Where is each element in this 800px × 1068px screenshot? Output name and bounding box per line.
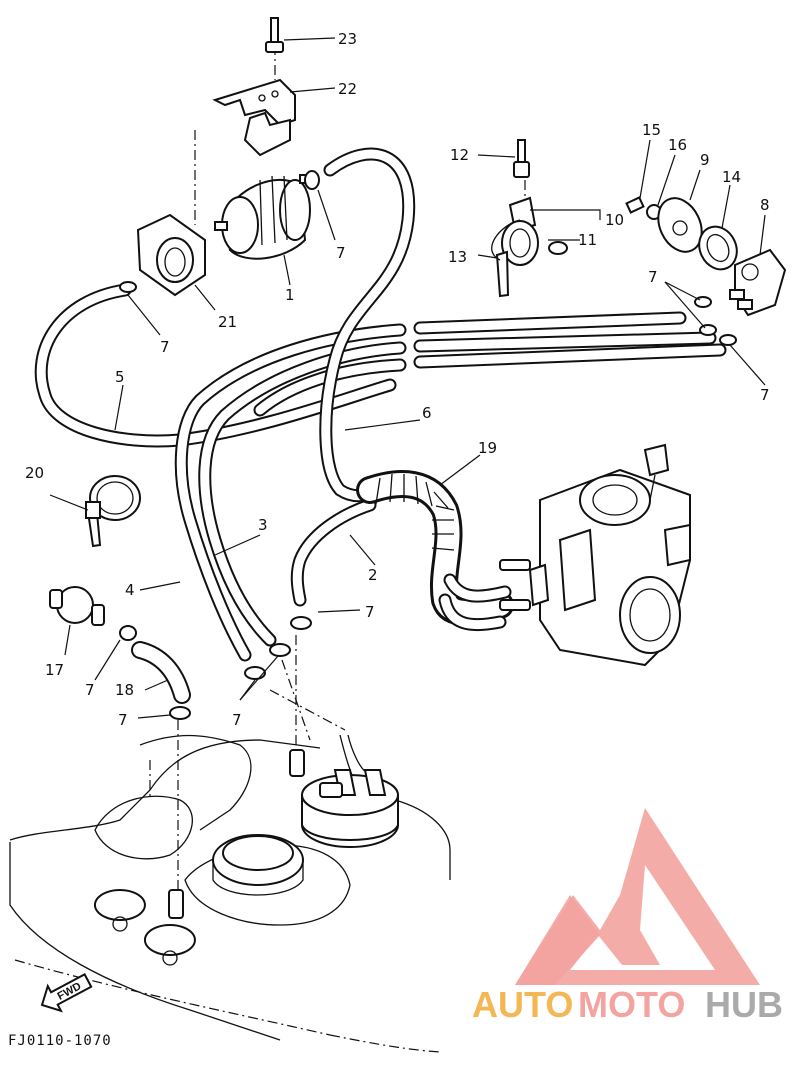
bracket-10 — [501, 196, 539, 266]
label-7d: 7 — [85, 681, 95, 699]
hose-6 — [319, 147, 416, 503]
label-7c: 7 — [365, 603, 375, 621]
bolt-12 — [513, 139, 530, 178]
label-8: 8 — [760, 196, 770, 214]
label-4: 4 — [125, 581, 135, 599]
label-1: 1 — [285, 286, 295, 304]
hose-18 — [131, 641, 191, 704]
leader-lines — [49, 37, 766, 719]
hose-19 — [356, 470, 514, 632]
carburetor — [499, 443, 691, 667]
label-7b: 7 — [336, 244, 346, 262]
label-19: 19 — [478, 439, 497, 457]
label-6: 6 — [422, 404, 432, 422]
ring-14 — [698, 225, 738, 271]
filter-holder-21 — [136, 213, 206, 297]
bolt-23 — [265, 17, 284, 53]
pump-8 — [729, 248, 787, 317]
label-22: 22 — [338, 80, 357, 98]
brand-text-hub: HUB — [705, 984, 783, 1025]
label-3: 3 — [258, 516, 268, 534]
label-13: 13 — [448, 248, 467, 266]
label-17: 17 — [45, 661, 64, 679]
cable-tie-20 — [85, 475, 141, 548]
label-7a: 7 — [160, 338, 170, 356]
hose-pair-upper — [174, 311, 727, 662]
nut-11 — [548, 241, 568, 255]
cover-9 — [657, 197, 703, 253]
label-23: 23 — [338, 30, 357, 48]
assembly-lines — [177, 45, 526, 890]
label-7f: 7 — [232, 711, 242, 729]
label-16: 16 — [668, 136, 687, 154]
label-18: 18 — [115, 681, 134, 699]
brand-text-moto: MOTO — [578, 984, 685, 1025]
label-2: 2 — [368, 566, 378, 584]
forward-arrow-icon: FWD — [40, 973, 93, 1013]
screw-15 — [625, 196, 645, 214]
label-7e: 7 — [118, 711, 128, 729]
cable-tie-13 — [491, 219, 521, 298]
label-7h: 7 — [760, 386, 770, 404]
label-15: 15 — [642, 121, 661, 139]
label-5: 5 — [115, 368, 125, 386]
label-14: 14 — [722, 168, 741, 186]
bracket-22 — [212, 78, 296, 157]
hose-2 — [290, 498, 377, 607]
brand-watermark-logo: AUTO MOTO HUB — [472, 808, 783, 1025]
label-12: 12 — [450, 146, 469, 164]
tank-fittings — [94, 749, 305, 966]
triangle-logo-icon — [515, 808, 760, 985]
filler-neck — [212, 834, 304, 896]
label-21: 21 — [218, 313, 237, 331]
check-valve-17 — [49, 586, 105, 626]
fuel-sender-unit — [301, 734, 399, 848]
callout-labels: 23 22 1 21 7 7 5 6 19 20 3 2 4 7 17 7 18… — [25, 30, 770, 729]
hose-5 — [34, 283, 397, 448]
label-11: 11 — [578, 231, 597, 249]
label-10: 10 — [605, 211, 624, 229]
diagram-code: FJ0110-1070 — [8, 1033, 112, 1049]
brand-text-auto: AUTO — [472, 984, 573, 1025]
label-9: 9 — [700, 151, 710, 169]
label-20: 20 — [25, 464, 44, 482]
label-7g: 7 — [648, 268, 658, 286]
fuel-filter-1 — [214, 174, 313, 260]
